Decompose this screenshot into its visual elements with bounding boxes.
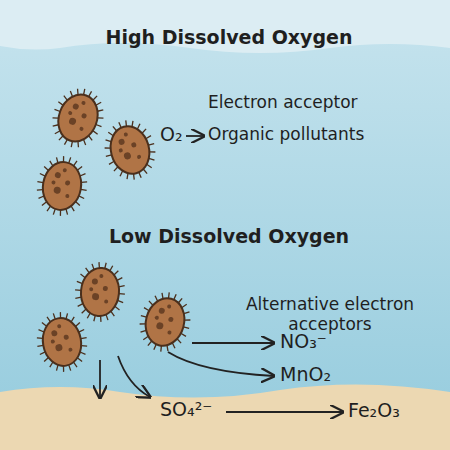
bacterium bbox=[98, 115, 162, 185]
bacterium bbox=[32, 152, 92, 219]
chemical-formula: MnO₂ bbox=[280, 363, 331, 386]
chemical-formula: O₂ bbox=[160, 123, 183, 146]
group-label: Alternative electron acceptors bbox=[235, 294, 425, 335]
bacterium bbox=[73, 260, 128, 324]
bacterium bbox=[133, 287, 197, 357]
chemical-formula: SO₄²⁻ bbox=[160, 398, 212, 421]
substance-label: Organic pollutants bbox=[208, 124, 364, 144]
bacterium bbox=[32, 308, 92, 375]
chemical-formula: NO₃⁻ bbox=[280, 330, 327, 353]
sediment bbox=[0, 384, 450, 450]
process-label: Electron acceptor bbox=[208, 92, 358, 112]
section-heading: Low Dissolved Oxygen bbox=[4, 225, 450, 248]
arrows bbox=[100, 136, 343, 412]
section-heading: High Dissolved Oxygen bbox=[4, 26, 450, 49]
chemical-formula: Fe₂O₃ bbox=[348, 399, 400, 422]
bacterium bbox=[44, 82, 111, 155]
